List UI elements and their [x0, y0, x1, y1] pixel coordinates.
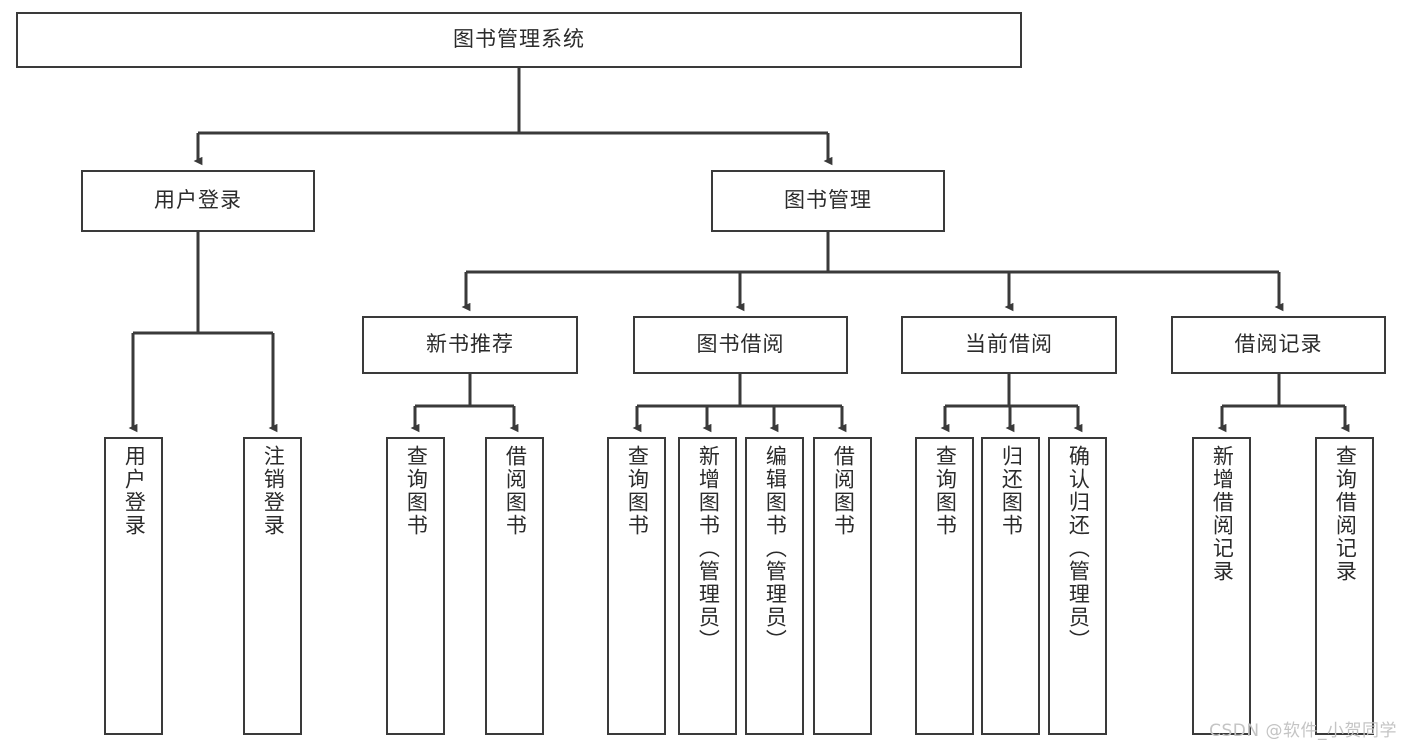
node-book-management[interactable]: 图书管理: [711, 170, 945, 232]
node-label: 查询图书: [625, 445, 650, 537]
node-root-system[interactable]: 图书管理系统: [16, 12, 1022, 68]
node-label: 注销登录: [261, 445, 286, 537]
node-new-book-recommend[interactable]: 新书推荐: [362, 316, 578, 374]
node-label: 新增图书（管理员）: [696, 445, 721, 652]
leaf-query-book-borrow[interactable]: 查询图书: [607, 437, 666, 735]
node-borrow-record[interactable]: 借阅记录: [1171, 316, 1386, 374]
node-label: 新书推荐: [426, 332, 514, 357]
node-label: 图书管理系统: [453, 27, 585, 52]
node-label: 借阅记录: [1234, 332, 1323, 357]
leaf-query-book-current[interactable]: 查询图书: [915, 437, 974, 735]
node-label: 用户登录: [154, 188, 242, 213]
node-label: 用户登录: [122, 445, 147, 537]
node-current-borrow[interactable]: 当前借阅: [901, 316, 1117, 374]
node-label: 图书管理: [784, 188, 872, 213]
leaf-edit-book-admin[interactable]: 编辑图书（管理员）: [745, 437, 804, 735]
node-label: 查询图书: [404, 445, 429, 537]
node-label: 借阅图书: [831, 445, 856, 537]
leaf-query-borrow-record[interactable]: 查询借阅记录: [1315, 437, 1374, 735]
node-label: 归还图书: [999, 445, 1024, 537]
leaf-confirm-return-admin[interactable]: 确认归还（管理员）: [1048, 437, 1107, 735]
node-label: 借阅图书: [503, 445, 528, 537]
leaf-borrow-book-new[interactable]: 借阅图书: [485, 437, 544, 735]
node-label: 当前借阅: [965, 332, 1053, 357]
csdn-watermark: CSDN @软件_小贺同学: [1209, 721, 1397, 741]
leaf-add-borrow-record[interactable]: 新增借阅记录: [1192, 437, 1251, 735]
leaf-borrow-book[interactable]: 借阅图书: [813, 437, 872, 735]
node-user-login[interactable]: 用户登录: [81, 170, 315, 232]
leaf-user-login[interactable]: 用户登录: [104, 437, 163, 735]
node-label: 编辑图书（管理员）: [763, 445, 788, 652]
node-label: 确认归还（管理员）: [1066, 445, 1091, 652]
leaf-add-book-admin[interactable]: 新增图书（管理员）: [678, 437, 737, 735]
node-label: 新增借阅记录: [1210, 445, 1235, 583]
leaf-logout[interactable]: 注销登录: [243, 437, 302, 735]
node-label: 查询借阅记录: [1333, 445, 1358, 583]
leaf-query-book-new[interactable]: 查询图书: [386, 437, 445, 735]
node-label: 查询图书: [933, 445, 958, 537]
node-label: 图书借阅: [696, 332, 785, 357]
node-book-borrow[interactable]: 图书借阅: [633, 316, 848, 374]
leaf-return-book[interactable]: 归还图书: [981, 437, 1040, 735]
